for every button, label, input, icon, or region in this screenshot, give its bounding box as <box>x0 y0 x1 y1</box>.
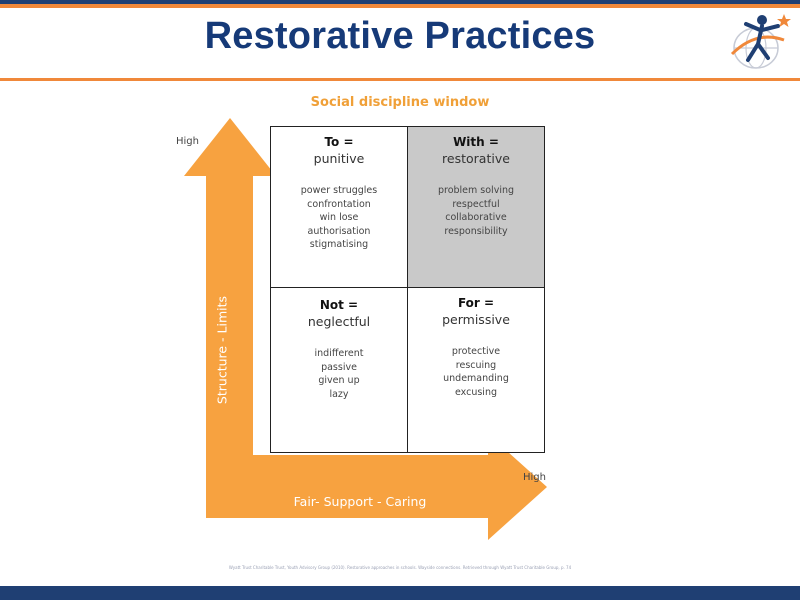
quadrant-item-list: problem solving respectful collaborative… <box>408 184 544 238</box>
x-axis-label: Fair- Support - Caring <box>293 494 427 509</box>
list-item: stigmatising <box>309 239 369 250</box>
quadrant-subtitle: permissive <box>442 312 510 327</box>
quadrant-item-list: power struggles confrontation win lose a… <box>271 184 407 252</box>
discipline-window-grid: To = punitive power struggles confrontat… <box>270 126 545 453</box>
quadrant-restorative: With = restorative problem solving respe… <box>408 127 544 288</box>
page-title: Restorative Practices <box>204 15 596 57</box>
list-item: rescuing <box>455 359 497 371</box>
list-item: respectful <box>452 198 500 210</box>
list-item: collaborative <box>445 212 507 223</box>
list-item: responsibility <box>444 225 508 237</box>
list-item: confrontation <box>307 198 371 210</box>
logo-icon <box>730 14 791 69</box>
quadrant-item-list: protective rescuing undemanding excusing <box>408 345 544 399</box>
quadrant-subtitle: punitive <box>313 151 365 166</box>
quadrant-permissive: For = permissive protective rescuing und… <box>408 288 544 452</box>
list-item: undemanding <box>443 373 509 384</box>
source-citation: Wyatt Trust Charitable Trust, Youth Advi… <box>228 565 572 570</box>
footer-bar <box>0 586 800 600</box>
y-axis-arrow <box>184 118 547 540</box>
quadrant-title: With = <box>453 135 499 149</box>
quadrant-subtitle: restorative <box>442 151 510 166</box>
y-axis-label: Structure - Limits <box>214 295 230 405</box>
quadrant-item-list: indifferent passive given up lazy <box>271 347 407 401</box>
quadrant-title: Not = <box>319 298 359 312</box>
quadrant-punitive: To = punitive power struggles confrontat… <box>271 127 408 288</box>
quadrant-subtitle: neglectful <box>307 314 371 329</box>
x-axis-high-label: High <box>523 472 546 483</box>
top-navy-bar <box>0 0 800 4</box>
quadrant-title: For = <box>457 296 495 310</box>
quadrant-title: To = <box>324 135 354 149</box>
quadrant-neglectful: Not = neglectful indifferent passive giv… <box>271 288 408 452</box>
list-item: authorisation <box>307 225 371 237</box>
list-item: problem solving <box>437 185 515 196</box>
y-axis-high-label: High <box>176 136 199 147</box>
list-item: win lose <box>319 212 359 223</box>
list-item: given up <box>318 375 360 386</box>
top-orange-bar <box>0 4 800 8</box>
list-item: power struggles <box>300 185 378 196</box>
list-item: protective <box>451 346 501 357</box>
header-rule <box>0 78 800 81</box>
list-item: passive <box>321 361 357 373</box>
list-item: lazy <box>329 388 349 400</box>
list-item: excusing <box>454 386 498 398</box>
diagram-subtitle: Social discipline window <box>310 95 490 110</box>
list-item: indifferent <box>314 348 364 359</box>
